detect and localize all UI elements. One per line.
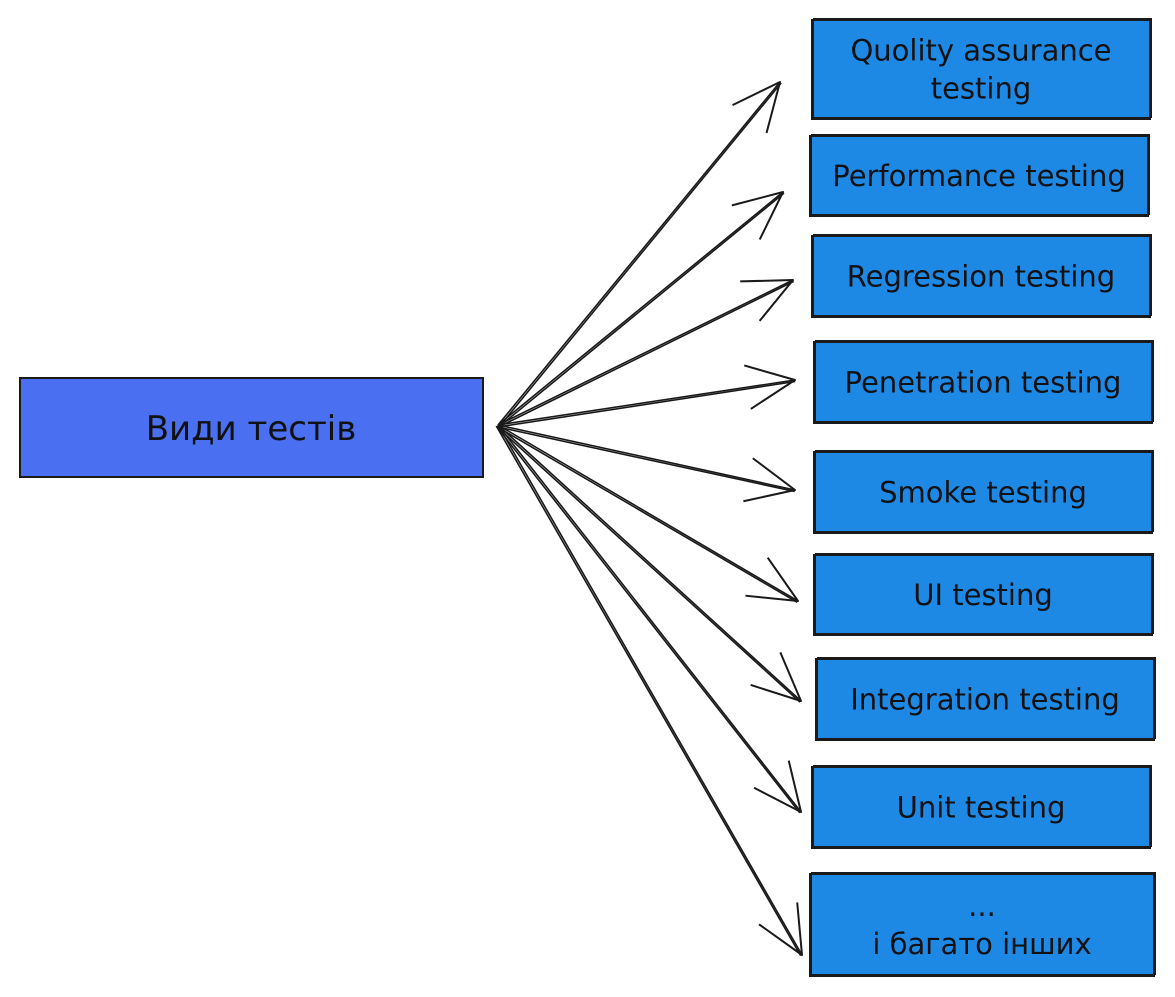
branch-label: UI testing xyxy=(913,578,1053,612)
branch-node-quolity-assurance: Quolity assurance testing xyxy=(811,18,1152,120)
branch-box xyxy=(815,658,1155,741)
branch-box xyxy=(813,341,1153,424)
branch-label: Quolity assurance xyxy=(850,34,1111,68)
root-box xyxy=(19,377,484,478)
branch-box-sketch-edge xyxy=(811,872,1156,975)
arrow-to-integration-testing xyxy=(496,424,802,703)
arrow-to-performance-testing xyxy=(497,191,785,428)
arrows-layer xyxy=(495,81,803,957)
branch-node-penetration-testing: Penetration testing xyxy=(813,340,1154,424)
branch-node-integration-testing: Integration testing xyxy=(815,657,1156,741)
branch-box xyxy=(813,451,1153,534)
root-node: Види тестів xyxy=(19,377,484,478)
branch-node-ui-testing: UI testing xyxy=(813,553,1154,636)
branch-node-more: ... і багато інших xyxy=(809,872,1156,977)
branch-box-sketch-edge xyxy=(815,340,1154,422)
branch-box-sketch-edge xyxy=(815,450,1154,532)
arrow-to-quolity-assurance xyxy=(497,81,782,427)
branch-box xyxy=(811,235,1151,318)
root-label: Види тестів xyxy=(146,409,357,449)
branch-box xyxy=(811,766,1151,849)
arrow-to-penetration-testing xyxy=(497,364,796,428)
branch-node-regression-testing: Regression testing xyxy=(811,234,1152,318)
arrow-to-more xyxy=(495,424,803,957)
branch-label: Performance testing xyxy=(832,159,1126,193)
branch-box xyxy=(811,19,1151,120)
branch-node-performance-testing: Performance testing xyxy=(809,134,1150,217)
branch-label: Regression testing xyxy=(847,260,1115,294)
branch-node-unit-testing: Unit testing xyxy=(811,765,1152,849)
branch-box xyxy=(813,554,1153,636)
branch-label: і багато інших xyxy=(872,927,1091,961)
branch-box-sketch-edge xyxy=(813,18,1152,118)
branch-box-sketch-edge xyxy=(813,234,1152,316)
branch-label: testing xyxy=(931,72,1032,106)
branch-box-sketch-edge xyxy=(813,765,1152,847)
arrow-to-unit-testing xyxy=(495,424,802,814)
arrow-to-regression-testing xyxy=(497,279,795,428)
branch-label: Unit testing xyxy=(897,791,1066,825)
branch-label: Smoke testing xyxy=(879,476,1087,510)
branch-box xyxy=(809,873,1155,977)
branch-label: ... xyxy=(968,889,996,923)
branch-box-sketch-edge xyxy=(817,657,1156,739)
arrow-to-smoke-testing xyxy=(497,424,796,503)
branch-label: Integration testing xyxy=(850,683,1120,717)
branch-box-sketch-edge xyxy=(811,134,1150,215)
branch-box-sketch-edge xyxy=(815,553,1154,634)
branch-label: Penetration testing xyxy=(845,366,1122,400)
arrow-to-ui-testing xyxy=(496,424,799,603)
branch-box xyxy=(809,135,1149,217)
branch-node-smoke-testing: Smoke testing xyxy=(813,450,1154,534)
